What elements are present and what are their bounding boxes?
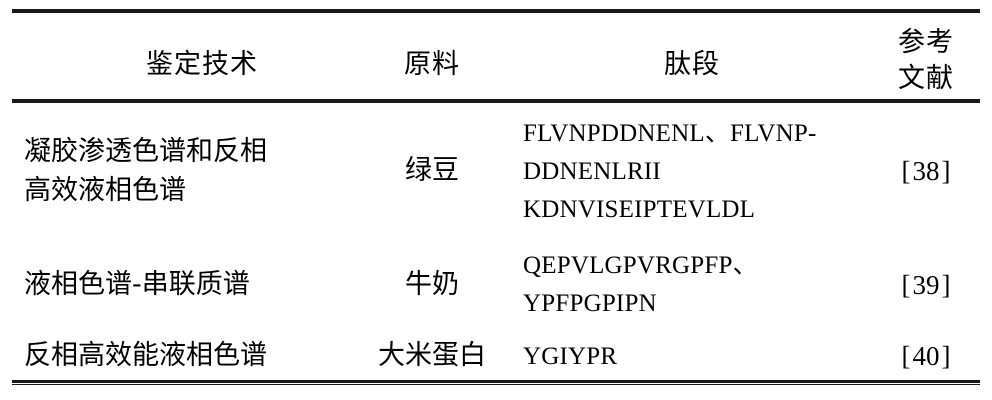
column-header-technique: 鉴定技术 bbox=[146, 49, 258, 80]
column-header-material: 原料 bbox=[404, 49, 460, 80]
technique-text: 液相色谱-串联质谱 bbox=[24, 268, 250, 300]
material-text: 牛奶 bbox=[405, 268, 459, 300]
column-header-peptide: 肽段 bbox=[664, 49, 720, 80]
table-header-row: 鉴定技术 原料 肽段 参考 文献 bbox=[12, 13, 980, 99]
peptide-text: FLVNPDDNENL、FLVNP- DDNENLRII KDNVISEIPTE… bbox=[523, 119, 817, 223]
cell-technique: 反相高效能液相色谱 bbox=[12, 330, 352, 383]
column-header-reference-line1: 参考 bbox=[898, 27, 954, 58]
technique-text: 反相高效能液相色谱 bbox=[24, 340, 267, 372]
reference-citation: [40] bbox=[900, 343, 953, 370]
reference-bracket-close: ] bbox=[941, 269, 951, 300]
cell-reference: [39] bbox=[872, 240, 980, 330]
table-header-rule bbox=[12, 99, 980, 103]
cell-reference: [40] bbox=[872, 330, 980, 383]
material-text: 绿豆 bbox=[405, 155, 459, 187]
reference-bracket-close: ] bbox=[941, 156, 951, 186]
reference-bracket-open: [ bbox=[901, 269, 911, 300]
peptide-text: QEPVLGPVRGPFP、 YPFPGPIPN bbox=[523, 252, 758, 317]
reference-bracket-open: [ bbox=[901, 341, 911, 371]
table-row: 反相高效能液相色谱 大米蛋白 YGIYPR [40] bbox=[12, 330, 980, 383]
cell-peptide: YGIYPR bbox=[512, 330, 872, 383]
cell-technique: 液相色谱-串联质谱 bbox=[12, 240, 352, 330]
reference-citation: [38] bbox=[900, 158, 953, 185]
table-row: 液相色谱-串联质谱 牛奶 QEPVLGPVRGPFP、 YPFPGPIPN [3… bbox=[12, 240, 980, 330]
reference-bracket-close: ] bbox=[941, 341, 951, 371]
table-row: 凝胶渗透色谱和反相 高效液相色谱 绿豆 FLVNPDDNENL、FLVNP- D… bbox=[12, 103, 980, 240]
cell-material: 绿豆 bbox=[352, 103, 512, 240]
peptide-text: YGIYPR bbox=[523, 342, 618, 370]
cell-technique: 凝胶渗透色谱和反相 高效液相色谱 bbox=[12, 103, 352, 240]
table-bottom-rule bbox=[12, 380, 980, 385]
technique-text: 凝胶渗透色谱和反相 高效液相色谱 bbox=[24, 136, 267, 206]
cell-peptide: FLVNPDDNENL、FLVNP- DDNENLRII KDNVISEIPTE… bbox=[512, 103, 872, 240]
cell-material: 牛奶 bbox=[352, 240, 512, 330]
reference-number: 39 bbox=[912, 269, 940, 300]
reference-bracket-open: [ bbox=[901, 156, 911, 186]
reference-number: 38 bbox=[912, 156, 940, 186]
material-text: 大米蛋白 bbox=[378, 340, 486, 372]
cell-material: 大米蛋白 bbox=[352, 330, 512, 383]
column-header-reference-line2: 文献 bbox=[898, 63, 954, 95]
reference-number: 40 bbox=[912, 341, 940, 371]
table-top-rule bbox=[12, 9, 980, 13]
column-header-reference: 参考 文献 bbox=[872, 25, 980, 98]
cell-peptide: QEPVLGPVRGPFP、 YPFPGPIPN bbox=[512, 240, 872, 330]
reference-citation: [39] bbox=[900, 269, 953, 300]
cell-reference: [38] bbox=[872, 103, 980, 240]
table-body: 凝胶渗透色谱和反相 高效液相色谱 绿豆 FLVNPDDNENL、FLVNP- D… bbox=[12, 103, 980, 380]
